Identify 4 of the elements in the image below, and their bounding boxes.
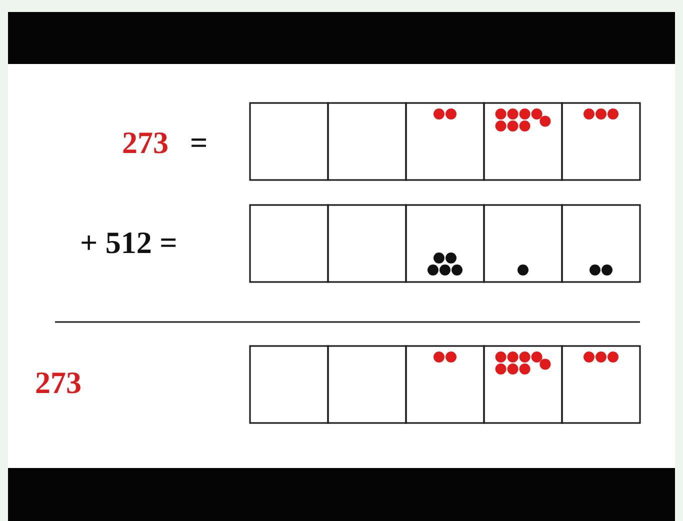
addend-label: + 512 =: [80, 225, 178, 261]
number-label: 273: [35, 365, 82, 401]
number-label: 273: [122, 125, 168, 161]
equals-sign: =: [190, 125, 208, 161]
